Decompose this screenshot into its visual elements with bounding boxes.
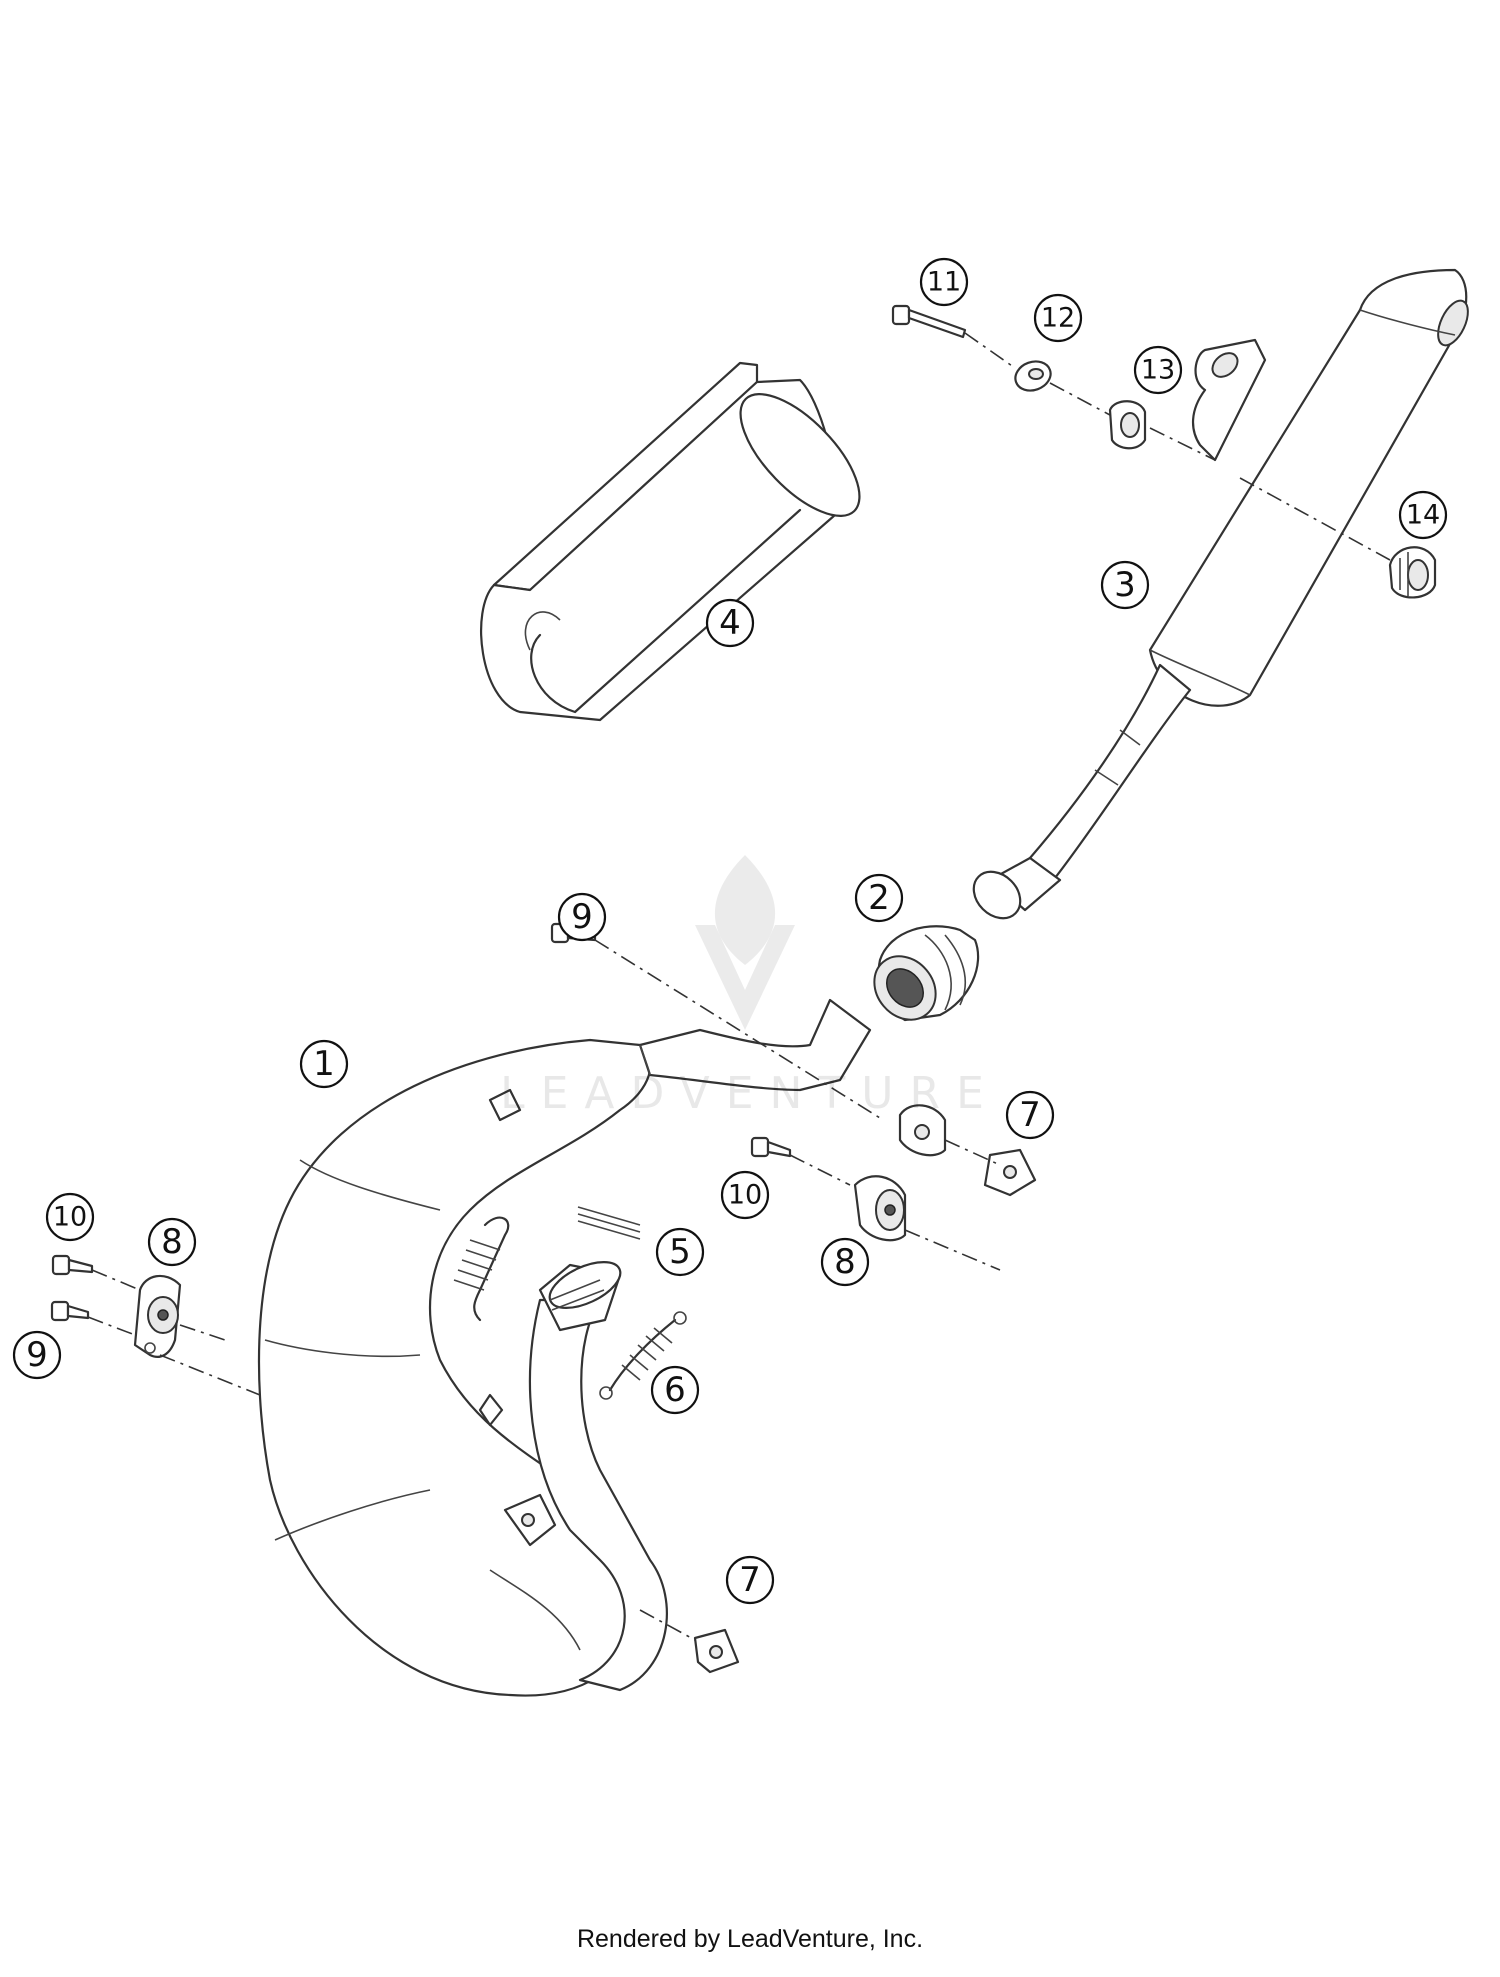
part-7-clip-lower bbox=[693, 1628, 740, 1674]
part-14-grommet bbox=[1388, 546, 1437, 599]
callout-9-left: 9 bbox=[12, 1330, 62, 1380]
svg-text:7: 7 bbox=[1019, 1095, 1041, 1135]
callout-9-upper: 9 bbox=[557, 892, 607, 942]
callout-10-left: 10 bbox=[45, 1192, 95, 1242]
svg-text:13: 13 bbox=[1141, 355, 1175, 386]
callout-14: 14 bbox=[1398, 490, 1448, 540]
callout-6: 6 bbox=[650, 1365, 700, 1415]
watermark-text: LEADVENTURE bbox=[500, 1068, 1000, 1119]
part-11-bolt bbox=[891, 304, 967, 339]
part-5-spring bbox=[453, 1206, 641, 1322]
callout-12: 12 bbox=[1033, 293, 1083, 343]
callout-1: 1 bbox=[299, 1039, 349, 1089]
part-4-heat-shield bbox=[480, 361, 861, 722]
part-1-expansion-chamber bbox=[257, 998, 872, 1697]
leader-lines bbox=[87, 332, 1391, 1641]
svg-text:1: 1 bbox=[313, 1044, 335, 1084]
part-8-rubber-mount-right bbox=[853, 1175, 907, 1242]
callout-5: 5 bbox=[655, 1227, 705, 1277]
callout-13: 13 bbox=[1133, 345, 1183, 395]
svg-text:3: 3 bbox=[1114, 565, 1136, 605]
part-3-silencer bbox=[972, 268, 1469, 920]
svg-text:7: 7 bbox=[739, 1560, 761, 1600]
svg-text:8: 8 bbox=[161, 1222, 183, 1262]
svg-text:8: 8 bbox=[834, 1242, 856, 1282]
footer-credit: Rendered by LeadVenture, Inc. bbox=[576, 1925, 924, 1953]
svg-text:4: 4 bbox=[719, 603, 741, 643]
part-13-grommet bbox=[1108, 400, 1147, 450]
part-8-bracket-left bbox=[133, 1274, 182, 1358]
callout-7-lower: 7 bbox=[725, 1555, 775, 1605]
svg-text:14: 14 bbox=[1406, 500, 1440, 531]
part-12-washer bbox=[1014, 360, 1052, 392]
part-10-bolt-right bbox=[750, 1136, 792, 1158]
svg-text:6: 6 bbox=[664, 1370, 686, 1410]
callout-11: 11 bbox=[919, 257, 969, 307]
svg-text:9: 9 bbox=[26, 1335, 48, 1375]
svg-text:2: 2 bbox=[868, 878, 890, 918]
part-10-bolt-left bbox=[51, 1254, 94, 1276]
callout-4: 4 bbox=[705, 598, 755, 648]
part-6-spring bbox=[599, 1311, 687, 1400]
svg-text:9: 9 bbox=[571, 897, 593, 937]
callout-10-right: 10 bbox=[720, 1170, 770, 1220]
part-9-bolt-left bbox=[50, 1300, 90, 1322]
part-2-sleeve bbox=[873, 925, 980, 1022]
callout-8-right: 8 bbox=[820, 1237, 870, 1287]
svg-text:12: 12 bbox=[1041, 303, 1075, 334]
svg-text:11: 11 bbox=[927, 267, 961, 298]
callout-2: 2 bbox=[854, 873, 904, 923]
part-8-rubber-mount-upper bbox=[898, 1104, 947, 1157]
svg-text:10: 10 bbox=[728, 1180, 762, 1211]
callout-3: 3 bbox=[1100, 560, 1150, 610]
callout-8-left: 8 bbox=[147, 1217, 197, 1267]
svg-text:5: 5 bbox=[669, 1232, 691, 1272]
callout-7-upper: 7 bbox=[1005, 1090, 1055, 1140]
svg-text:10: 10 bbox=[53, 1202, 87, 1233]
part-7-clip-upper bbox=[983, 1148, 1037, 1197]
